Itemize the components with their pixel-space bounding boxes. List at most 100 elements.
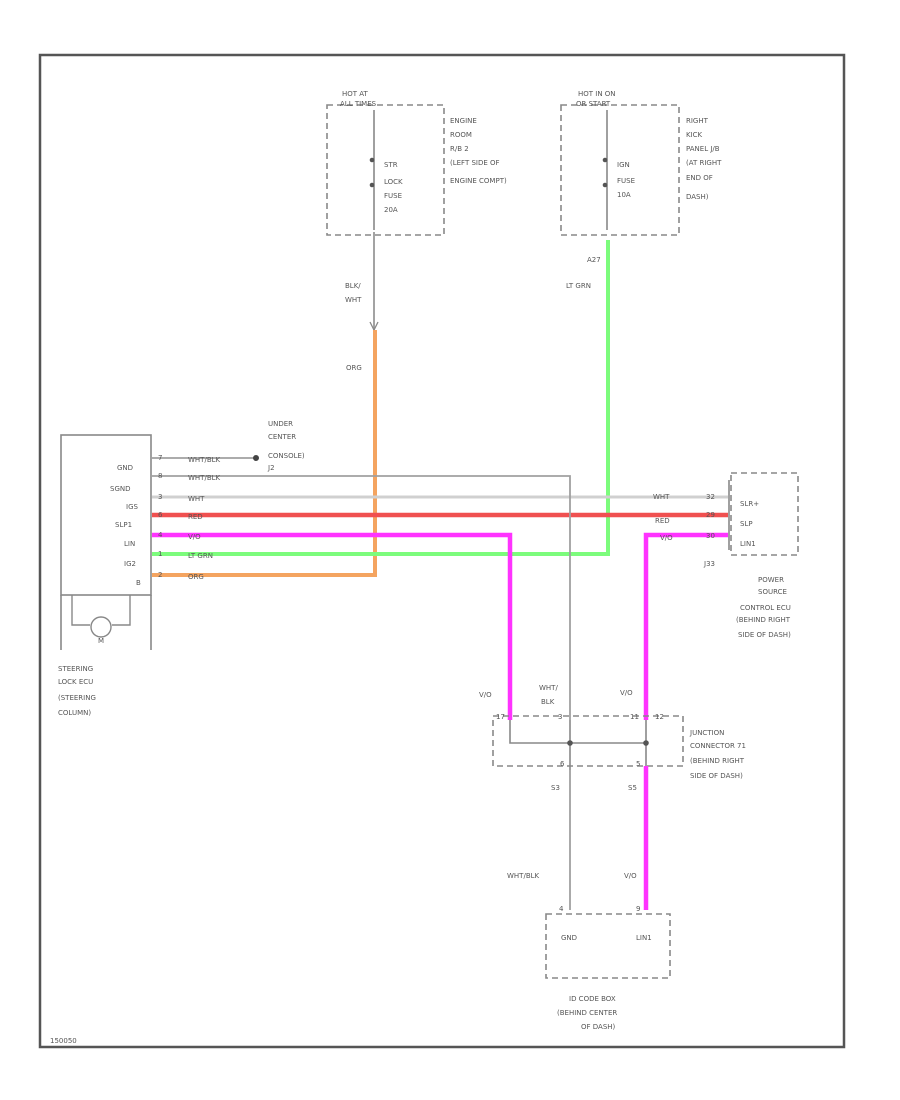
junction-connector-pin: S3	[551, 784, 560, 792]
power-caption-5: SIDE OF DASH)	[738, 631, 791, 639]
fuse-box-right: HOT IN ON OR START IGN FUSE 10A RIGHT KI…	[560, 90, 722, 264]
fuse-box-left-outline	[326, 104, 445, 236]
junction-bottom-pin: 5	[636, 760, 640, 768]
power-pin-num: 29	[706, 511, 715, 519]
power-pin-name: SLR+	[740, 500, 759, 508]
power-pin-name: LIN1	[740, 540, 756, 548]
steering-caption-2: LOCK ECU	[58, 678, 93, 686]
steering-wire-label: RED	[188, 513, 203, 521]
ground-point	[253, 455, 259, 461]
fuse-right-label-3: 10A	[617, 191, 631, 199]
fuse-left-label-4: 20A	[384, 206, 398, 214]
steering-pin-num: 8	[158, 472, 162, 480]
junction-node	[567, 740, 573, 746]
id-pin-name: LIN1	[636, 934, 652, 942]
steering-caption-4: COLUMN)	[58, 709, 91, 717]
fuse-box-right-outline	[560, 104, 680, 236]
steering-pin-num: 1	[158, 550, 162, 558]
power-caption-3: CONTROL ECU	[740, 604, 791, 612]
steering-caption-3: (STEERING	[58, 694, 96, 702]
steering-pin-num: 4	[158, 531, 163, 539]
steering-wire-label: V/O	[188, 533, 201, 541]
junction-caption-1: JUNCTION	[689, 729, 724, 737]
steering-pin-num: 3	[158, 493, 162, 501]
fuse-left-location-5: ENGINE COMPT)	[450, 177, 507, 185]
wire-vo-right	[643, 532, 728, 720]
fuse-right-terminal	[602, 182, 608, 188]
id-pin-num: 9	[636, 905, 640, 913]
junction-connector: V/O WHT/ BLK V/O 17 3 11 12 6 5 S3 S5 JU…	[479, 684, 746, 792]
fuse-right-label-1: IGN	[617, 161, 630, 169]
fuse-left-label-1: STR	[384, 161, 398, 169]
power-caption-2: SOURCE	[758, 588, 787, 596]
wire-org-label: ORG	[346, 364, 362, 372]
footer-code: 150050	[50, 1037, 77, 1045]
steering-pin-name: SLP1	[115, 521, 132, 529]
id-wire-right-label: V/O	[624, 872, 637, 880]
diagram-frame	[38, 53, 846, 1049]
junction-caption-2: CONNECTOR 71	[690, 742, 746, 750]
fuse-right-location-3: PANEL J/B	[686, 145, 720, 153]
steering-caption-1: STEERING	[58, 665, 93, 673]
wire-blk-wht-label-1: BLK/	[345, 282, 361, 290]
power-wire-label: RED	[655, 517, 670, 525]
fuse-right-location-5: END OF	[686, 174, 713, 182]
junction-top-label: WHT/	[539, 684, 558, 692]
steering-pin-name: IGS	[126, 503, 138, 511]
fuse-left-location-4: (LEFT SIDE OF	[450, 159, 500, 167]
motor-icon	[90, 616, 112, 638]
power-pin-num: 32	[706, 493, 715, 501]
junction-outline	[492, 715, 684, 767]
junction-top-label: V/O	[620, 689, 633, 697]
id-caption-1: ID CODE BOX	[569, 995, 616, 1003]
fuse-left-location-3: R/B 2	[450, 145, 469, 153]
steering-wire-label: WHT/BLK	[188, 474, 221, 482]
fuse-left-location-2: ROOM	[450, 131, 472, 139]
id-pin-name: GND	[561, 934, 577, 942]
id-code-box-outline	[545, 913, 671, 979]
junction-bus	[509, 720, 647, 770]
motor-bracket	[71, 595, 131, 626]
wire-wht-blk	[152, 475, 571, 720]
power-ecu-outline	[730, 472, 799, 556]
motor-label: M	[98, 637, 104, 645]
steering-lock-ecu: M GND SGND IGS SLP1 LIN IG2 B 7 8 3 6 4 …	[58, 434, 221, 717]
steering-ecu-outline	[60, 434, 152, 596]
ground-label-3: CONSOLE)	[268, 452, 305, 460]
wire-lt-grn-label: LT GRN	[566, 282, 591, 290]
wire-org	[152, 330, 377, 577]
junction-pin: 12	[655, 713, 664, 721]
junction-top-label: BLK	[541, 698, 555, 706]
steering-pin-name: B	[136, 579, 141, 587]
junction-connector-pin: S5	[628, 784, 637, 792]
steering-pin-num: 6	[158, 511, 163, 519]
fuse-right-location-1: RIGHT	[686, 117, 709, 125]
junction-caption-3: (BEHIND RIGHT	[690, 757, 745, 765]
fuse-left-terminal	[369, 157, 375, 163]
fuse-right-location-2: KICK	[686, 131, 703, 139]
ground-label-1: UNDER	[268, 420, 293, 428]
id-code-box: 4 9 GND LIN1 ID CODE BOX (BEHIND CENTER …	[545, 905, 671, 1031]
power-source-ecu: SLR+ SLP LIN1 32 29 30 WHT RED V/O J33 P…	[653, 472, 799, 639]
fuse-box-left: HOT AT ALL TIMES STR LOCK FUSE 20A ENGIN…	[326, 90, 507, 236]
wire-blk-wht-label-2: WHT	[345, 296, 362, 304]
steering-pin-name: LIN	[124, 540, 135, 548]
id-wire-left-label: WHT/BLK	[507, 872, 540, 880]
wire-lt-grn	[152, 240, 610, 556]
junction-node	[643, 740, 649, 746]
power-wire-label: V/O	[660, 534, 673, 542]
steering-pin-name: GND	[117, 464, 133, 472]
fuse-left-terminal	[369, 182, 375, 188]
steering-wire-label: WHT/BLK	[188, 456, 221, 464]
steering-wire-label: WHT	[188, 495, 205, 503]
junction-pin: 17	[496, 713, 505, 721]
fuse-right-location-4: (AT RIGHT	[686, 159, 722, 167]
wire-vo-left	[152, 532, 513, 720]
power-caption-4: (BEHIND RIGHT	[736, 616, 791, 624]
steering-pin-num: 2	[158, 571, 162, 579]
steering-wire-label: LT GRN	[188, 552, 213, 560]
ground-label-2: CENTER	[268, 433, 296, 441]
ground-label-4: J2	[267, 464, 275, 472]
fuse-left-location-1: ENGINE	[450, 117, 477, 125]
fuse-left-header-2: ALL TIMES	[340, 100, 377, 108]
